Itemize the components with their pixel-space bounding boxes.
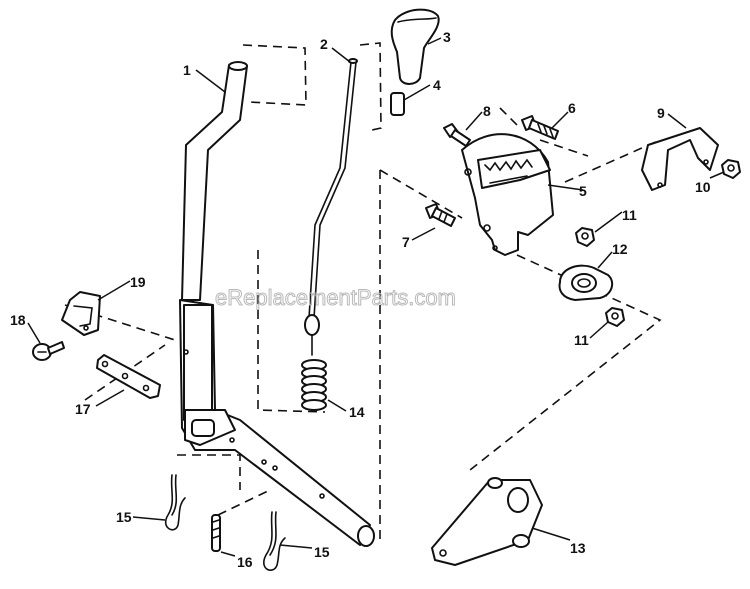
callout-14: 14 xyxy=(349,404,365,420)
callout-labels: 1 2 3 4 5 6 7 8 9 10 11 11 12 13 14 15 1… xyxy=(10,29,711,570)
callout-12: 12 xyxy=(612,241,628,257)
callout-7: 7 xyxy=(402,234,410,250)
callout-19: 19 xyxy=(130,274,146,290)
slotted-link xyxy=(96,354,161,399)
callout-2: 2 xyxy=(320,36,328,52)
screw-18 xyxy=(32,341,65,361)
u-bracket xyxy=(61,291,101,336)
callout-15-left: 15 xyxy=(116,509,132,525)
bolt-8 xyxy=(443,123,471,147)
lever-plate xyxy=(431,477,543,566)
callout-11-lower: 11 xyxy=(574,332,589,348)
leader-lines xyxy=(27,37,725,557)
callout-3: 3 xyxy=(443,29,451,45)
callout-9: 9 xyxy=(657,105,665,121)
callout-1: 1 xyxy=(183,62,191,78)
hairpin-clip-right xyxy=(263,511,286,571)
nut-11-lower xyxy=(605,307,625,327)
bracket xyxy=(641,127,719,191)
callout-16: 16 xyxy=(237,554,253,570)
hairpin-clip-left xyxy=(164,474,186,531)
callout-6: 6 xyxy=(568,100,576,116)
shift-knob xyxy=(390,8,440,85)
nut-11-upper xyxy=(575,227,595,247)
callout-13: 13 xyxy=(570,540,586,556)
callout-8: 8 xyxy=(483,103,491,119)
nut-10 xyxy=(721,159,741,179)
callout-5: 5 xyxy=(579,183,587,199)
spring xyxy=(301,359,327,411)
shift-lever-tube xyxy=(179,61,375,547)
assembly-guide-lines xyxy=(64,42,662,540)
callout-17: 17 xyxy=(75,401,91,417)
flange-bearing xyxy=(558,264,614,301)
callout-11-upper: 11 xyxy=(622,207,637,223)
shift-plate xyxy=(461,133,554,256)
bolt-7 xyxy=(425,203,456,227)
callout-10: 10 xyxy=(695,179,711,195)
roll-pin xyxy=(211,514,221,552)
watermark-text: eReplacementParts.com xyxy=(215,285,456,310)
callout-4: 4 xyxy=(433,77,441,93)
callout-18: 18 xyxy=(10,312,26,328)
bolt-6 xyxy=(521,115,559,140)
callout-15-right: 15 xyxy=(314,544,330,560)
knob-pin xyxy=(390,92,405,116)
shift-rod xyxy=(304,58,358,356)
